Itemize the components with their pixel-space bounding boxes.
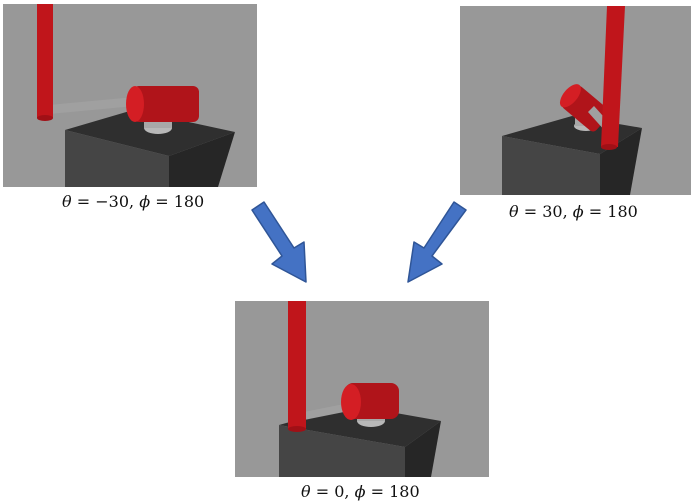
render-panel-left bbox=[3, 4, 257, 187]
block-side bbox=[405, 421, 441, 477]
caption-right: θ = 30, ϕ = 180 bbox=[509, 202, 638, 221]
block-top bbox=[65, 110, 235, 156]
theta-value: −30 bbox=[95, 192, 129, 211]
render-panel-bottom bbox=[235, 301, 489, 477]
equals-sign: = bbox=[76, 192, 91, 211]
comma: , bbox=[562, 202, 568, 221]
theta-symbol: θ bbox=[509, 202, 519, 221]
scene-left bbox=[3, 4, 257, 187]
block-side bbox=[169, 132, 235, 187]
phi-symbol: ϕ bbox=[354, 482, 366, 501]
equals-sign: = bbox=[588, 202, 603, 221]
red-pole bbox=[288, 301, 306, 429]
phi-value: 180 bbox=[173, 192, 205, 211]
block-front bbox=[502, 136, 600, 195]
render-panel-right bbox=[460, 6, 691, 195]
comma: , bbox=[129, 192, 135, 211]
caption-left: θ = −30, ϕ = 180 bbox=[62, 192, 204, 211]
theta-symbol: θ bbox=[62, 192, 72, 211]
scene-right bbox=[460, 6, 691, 195]
block-front bbox=[65, 130, 169, 187]
theta-value: 30 bbox=[542, 202, 563, 221]
red-cylinder-face bbox=[341, 384, 361, 420]
block-front bbox=[279, 425, 405, 477]
equals-sign: = bbox=[155, 192, 169, 211]
theta-symbol: θ bbox=[301, 482, 311, 501]
arrow-left-to-bottom bbox=[251, 201, 307, 283]
arrow-right-to-bottom bbox=[407, 201, 467, 283]
block-side bbox=[600, 128, 642, 195]
caption-bottom: θ = 0, ϕ = 180 bbox=[301, 482, 420, 501]
red-cylinder-face bbox=[126, 86, 144, 122]
phi-symbol: ϕ bbox=[572, 202, 584, 221]
red-pole bbox=[601, 6, 625, 147]
theta-value: 0 bbox=[334, 482, 345, 501]
phi-value: 180 bbox=[389, 482, 420, 501]
phi-value: 180 bbox=[607, 202, 638, 221]
equals-sign: = bbox=[523, 202, 538, 221]
scene-bottom bbox=[235, 301, 489, 477]
red-cylinder-body bbox=[133, 86, 199, 122]
gray-rod bbox=[49, 97, 135, 114]
equals-sign: = bbox=[370, 482, 385, 501]
phi-symbol: ϕ bbox=[139, 192, 151, 211]
equals-sign: = bbox=[315, 482, 330, 501]
red-pole bbox=[37, 4, 53, 118]
comma: , bbox=[344, 482, 350, 501]
